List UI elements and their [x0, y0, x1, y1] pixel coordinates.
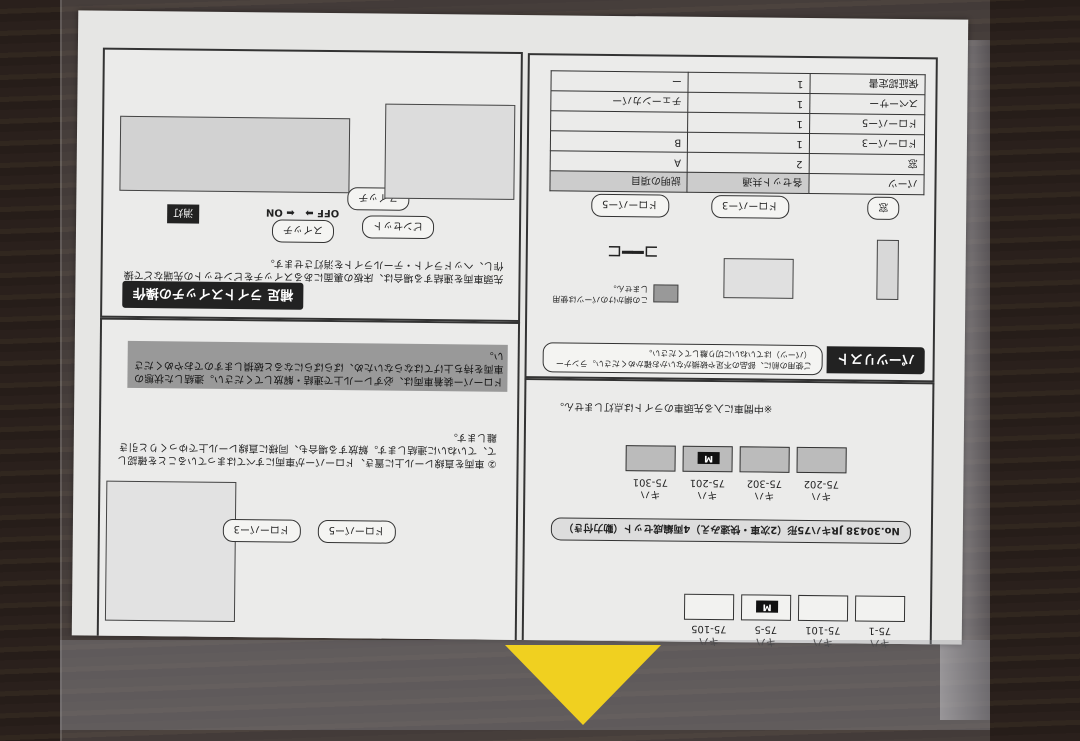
part-label: ドローバー3: [710, 194, 790, 219]
car: [683, 593, 735, 621]
drawbar-runner: [723, 258, 794, 299]
drawbar-label: ドローバー3: [222, 518, 301, 543]
parts-header: パーツリスト: [826, 346, 925, 375]
formation-note: ※中間車に入る先頭車のライトは点灯しません。: [554, 400, 773, 414]
light-body: 先頭車両を連結する場合は、床板の裏面にあるスイッチをピンセットの先端などで操作し…: [123, 257, 504, 284]
supplement-badge: 補足: [267, 286, 294, 302]
car: [797, 594, 849, 622]
car: [739, 446, 790, 473]
car-interior-illustration: [384, 103, 516, 200]
light-header: 補足 ライトスイッチの操作: [122, 280, 304, 310]
lamp-off-label: 消灯: [167, 204, 200, 224]
unused-note: この網かけのパーツは使用しません。: [552, 283, 649, 305]
drawbar-warning: ドローバー装着車両は、必ずレール上で連結・解放してください。連結した状態の車両を…: [127, 340, 508, 392]
drawbar-step: ② 車両を直線レール上に置き、ドローバーが車両にすべてはまっていることを確認して…: [117, 431, 497, 469]
light-switch-panel: 補足 ライトスイッチの操作 先頭車両を連結する場合は、床板の裏面にあるスイッチを…: [100, 47, 523, 323]
unused-part-swatch: [653, 284, 679, 303]
car: [796, 446, 847, 474]
part-label: ドローバー5: [590, 193, 670, 218]
motor-car: M: [682, 445, 733, 473]
motor-car: M: [740, 594, 792, 621]
parts-notice: ご使用の前に、部品の不足や破損がないかお確かめください。ランナー（パーツ）はてい…: [542, 342, 823, 376]
drawbar-panel: ドローバー3 ドローバー5 ② 車両を直線レール上に置き、ドローバーが車両にすべ…: [96, 317, 521, 640]
window-part: [876, 239, 899, 300]
parts-list-panel: パーツリスト ご使用の前に、部品の不足や破損がないかお確かめください。ランナー（…: [524, 53, 938, 383]
car: [625, 445, 676, 472]
drawbar5-shape: ⊐━━⊏: [606, 240, 659, 263]
motor-mark: M: [697, 451, 720, 465]
train-illustration: [104, 480, 237, 623]
motor-mark: M: [756, 600, 779, 613]
switch-off: OFF ➡ ⬅ ON: [265, 206, 340, 219]
car: [854, 595, 906, 623]
chassis-illustration: [119, 115, 351, 194]
drawbar-label: ドローバー5: [317, 519, 396, 544]
set-title: No.30438 JRキハ75形（2次車・快速みえ）4両編成セット（動力付き）: [550, 517, 911, 545]
part-label: 窓: [867, 196, 900, 220]
tweezers-label: ピンセット: [361, 215, 435, 240]
yellow-tab: [505, 645, 661, 725]
switch-label: スイッチ: [271, 219, 335, 244]
